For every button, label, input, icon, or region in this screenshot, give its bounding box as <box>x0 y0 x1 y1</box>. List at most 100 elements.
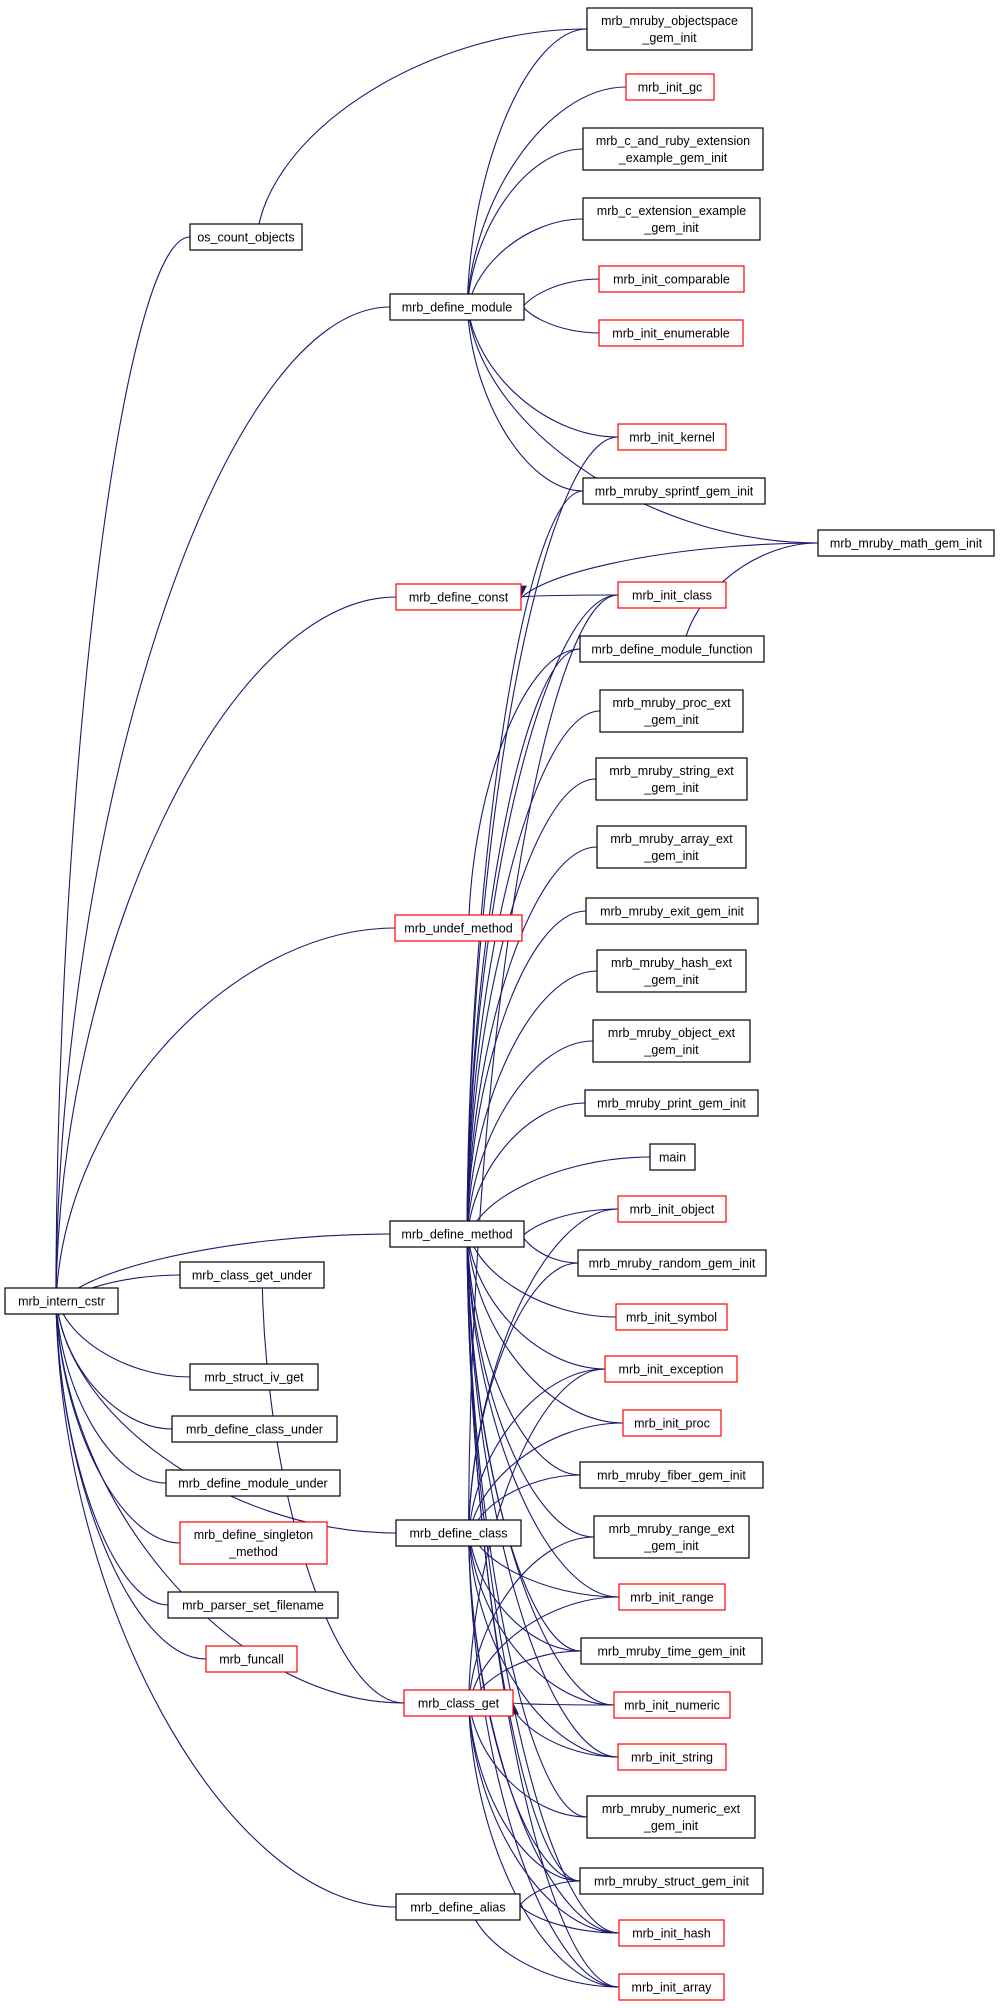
node-numeric-ext[interactable]: mrb_mruby_numeric_ext_gem_init <box>586 1795 756 1839</box>
node-c-ext[interactable]: mrb_c_extension_example_gem_init <box>582 197 761 241</box>
node-hash-ext[interactable]: mrb_mruby_hash_ext_gem_init <box>596 949 747 993</box>
node-def-module[interactable]: mrb_define_module <box>389 293 525 321</box>
edge-range_ext-to-def_method <box>461 1220 595 1538</box>
node-box <box>165 1469 341 1497</box>
node-def-method[interactable]: mrb_define_method <box>389 1220 525 1248</box>
node-init-kernel[interactable]: mrb_init_kernel <box>617 423 727 451</box>
node-label: mrb_mruby_array_ext <box>610 832 733 846</box>
node-box <box>613 1691 731 1719</box>
node-label: mrb_parser_set_filename <box>182 1599 324 1613</box>
node-box <box>618 1583 726 1611</box>
node-box <box>389 1220 525 1248</box>
node-init-proc[interactable]: mrb_init_proc <box>622 1409 722 1437</box>
node-init-numeric[interactable]: mrb_init_numeric <box>613 1691 731 1719</box>
node-box <box>596 825 747 869</box>
node-label: _example_gem_init <box>618 151 728 165</box>
node-fiber-gem[interactable]: mrb_mruby_fiber_gem_init <box>579 1461 764 1489</box>
node-struct-iv[interactable]: mrb_struct_iv_get <box>189 1363 319 1391</box>
node-label: mrb_init_proc <box>634 1417 710 1431</box>
node-parser-set[interactable]: mrb_parser_set_filename <box>167 1591 339 1619</box>
edge-init_exception-to-def_method <box>461 1220 606 1370</box>
edge-init_kernel-to-def_module <box>461 293 619 438</box>
node-random-gem[interactable]: mrb_mruby_random_gem_init <box>577 1249 767 1277</box>
node-box <box>618 1919 725 1947</box>
node-def-module-under[interactable]: mrb_define_module_under <box>165 1469 341 1497</box>
node-init-class[interactable]: mrb_init_class <box>617 581 727 609</box>
node-label: mrb_mruby_struct_gem_init <box>594 1875 749 1889</box>
edge-def_const-to-intern <box>49 596 397 1315</box>
node-box <box>389 293 525 321</box>
node-class-get[interactable]: mrb_class_get <box>403 1689 514 1717</box>
node-sprintf[interactable]: mrb_mruby_sprintf_gem_init <box>582 477 766 505</box>
node-box <box>171 1415 338 1443</box>
edge-init_hash-to-def_class <box>462 1519 620 1934</box>
node-label: mrb_init_range <box>630 1591 713 1605</box>
node-init-range[interactable]: mrb_init_range <box>618 1583 726 1611</box>
node-label: mrb_init_numeric <box>624 1699 720 1713</box>
node-init-comparable[interactable]: mrb_init_comparable <box>598 265 745 293</box>
edge-sprintf-to-def_module <box>461 293 584 492</box>
edge-fiber_gem-to-def_method <box>461 1220 581 1476</box>
node-def-module-func[interactable]: mrb_define_module_function <box>579 635 765 663</box>
node-box <box>582 477 766 505</box>
node-label: mrb_intern_cstr <box>18 1295 105 1309</box>
node-init-object[interactable]: mrb_init_object <box>617 1195 727 1223</box>
node-label: mrb_init_object <box>630 1203 715 1217</box>
node-label: mrb_define_method <box>401 1228 512 1242</box>
node-funcall[interactable]: mrb_funcall <box>205 1645 298 1673</box>
node-print-gem[interactable]: mrb_mruby_print_gem_init <box>584 1089 759 1117</box>
node-box <box>579 1461 764 1489</box>
node-box <box>179 1521 328 1565</box>
node-box <box>579 1867 764 1895</box>
edge-struct_gem-to-class_get <box>462 1689 581 1882</box>
node-range-ext[interactable]: mrb_mruby_range_ext_gem_init <box>593 1515 750 1559</box>
node-init-gc[interactable]: mrb_init_gc <box>625 73 715 101</box>
node-c-and-ruby[interactable]: mrb_c_and_ruby_extension_example_gem_ini… <box>582 127 764 171</box>
node-proc-ext[interactable]: mrb_mruby_proc_ext_gem_init <box>599 689 744 733</box>
node-intern[interactable]: mrb_intern_cstr <box>4 1287 119 1315</box>
node-objspace[interactable]: mrb_mruby_objectspace_gem_init <box>586 7 753 51</box>
node-def-class[interactable]: mrb_define_class <box>395 1519 522 1547</box>
node-box <box>394 914 523 942</box>
node-init-array[interactable]: mrb_init_array <box>618 1973 725 2001</box>
node-box <box>577 1249 767 1277</box>
node-time-gem[interactable]: mrb_mruby_time_gem_init <box>580 1637 763 1665</box>
node-struct-gem[interactable]: mrb_mruby_struct_gem_init <box>579 1867 764 1895</box>
node-init-string[interactable]: mrb_init_string <box>617 1743 727 1771</box>
node-object-ext[interactable]: mrb_mruby_object_ext_gem_init <box>592 1019 751 1063</box>
node-box <box>395 1519 522 1547</box>
node-cls-get-under[interactable]: mrb_class_get_under <box>179 1261 325 1289</box>
node-def-alias[interactable]: mrb_define_alias <box>395 1893 521 1921</box>
node-exit-gem[interactable]: mrb_mruby_exit_gem_init <box>585 897 759 925</box>
node-undef-method[interactable]: mrb_undef_method <box>394 914 523 942</box>
node-string-ext[interactable]: mrb_mruby_string_ext_gem_init <box>595 757 748 801</box>
node-def-class-under[interactable]: mrb_define_class_under <box>171 1415 338 1443</box>
node-label: mrb_mruby_string_ext <box>609 764 734 778</box>
node-def-const[interactable]: mrb_define_const <box>395 583 522 611</box>
node-math[interactable]: mrb_mruby_math_gem_init <box>817 529 995 557</box>
edge-init_kernel-to-def_method <box>461 436 619 1248</box>
node-array-ext[interactable]: mrb_mruby_array_ext_gem_init <box>596 825 747 869</box>
node-box <box>167 1591 339 1619</box>
node-os-count[interactable]: os_count_objects <box>189 223 303 251</box>
edge-os_count-to-intern <box>49 236 191 1315</box>
node-def-singleton[interactable]: mrb_define_singleton_method <box>179 1521 328 1565</box>
node-label: mrb_undef_method <box>404 922 512 936</box>
node-init-exception[interactable]: mrb_init_exception <box>604 1355 738 1383</box>
node-init-symbol[interactable]: mrb_init_symbol <box>615 1303 728 1331</box>
node-label: mrb_define_module_function <box>591 643 752 657</box>
node-box <box>395 1893 521 1921</box>
node-init-enumerable[interactable]: mrb_init_enumerable <box>598 319 744 347</box>
node-label: mrb_define_class_under <box>186 1423 323 1437</box>
node-box <box>617 423 727 451</box>
node-label: mrb_funcall <box>219 1653 284 1667</box>
node-label: mrb_define_module_under <box>178 1477 327 1491</box>
edge-init_numeric-to-def_method <box>461 1220 615 1706</box>
node-label: mrb_define_module <box>402 301 513 315</box>
edge-class_get-to-cls_get_under <box>256 1261 405 1704</box>
node-init-hash[interactable]: mrb_init_hash <box>618 1919 725 1947</box>
node-box <box>599 689 744 733</box>
node-label: mrb_init_hash <box>632 1927 711 1941</box>
node-label: mrb_init_string <box>631 1751 713 1765</box>
node-main[interactable]: main <box>649 1143 696 1171</box>
